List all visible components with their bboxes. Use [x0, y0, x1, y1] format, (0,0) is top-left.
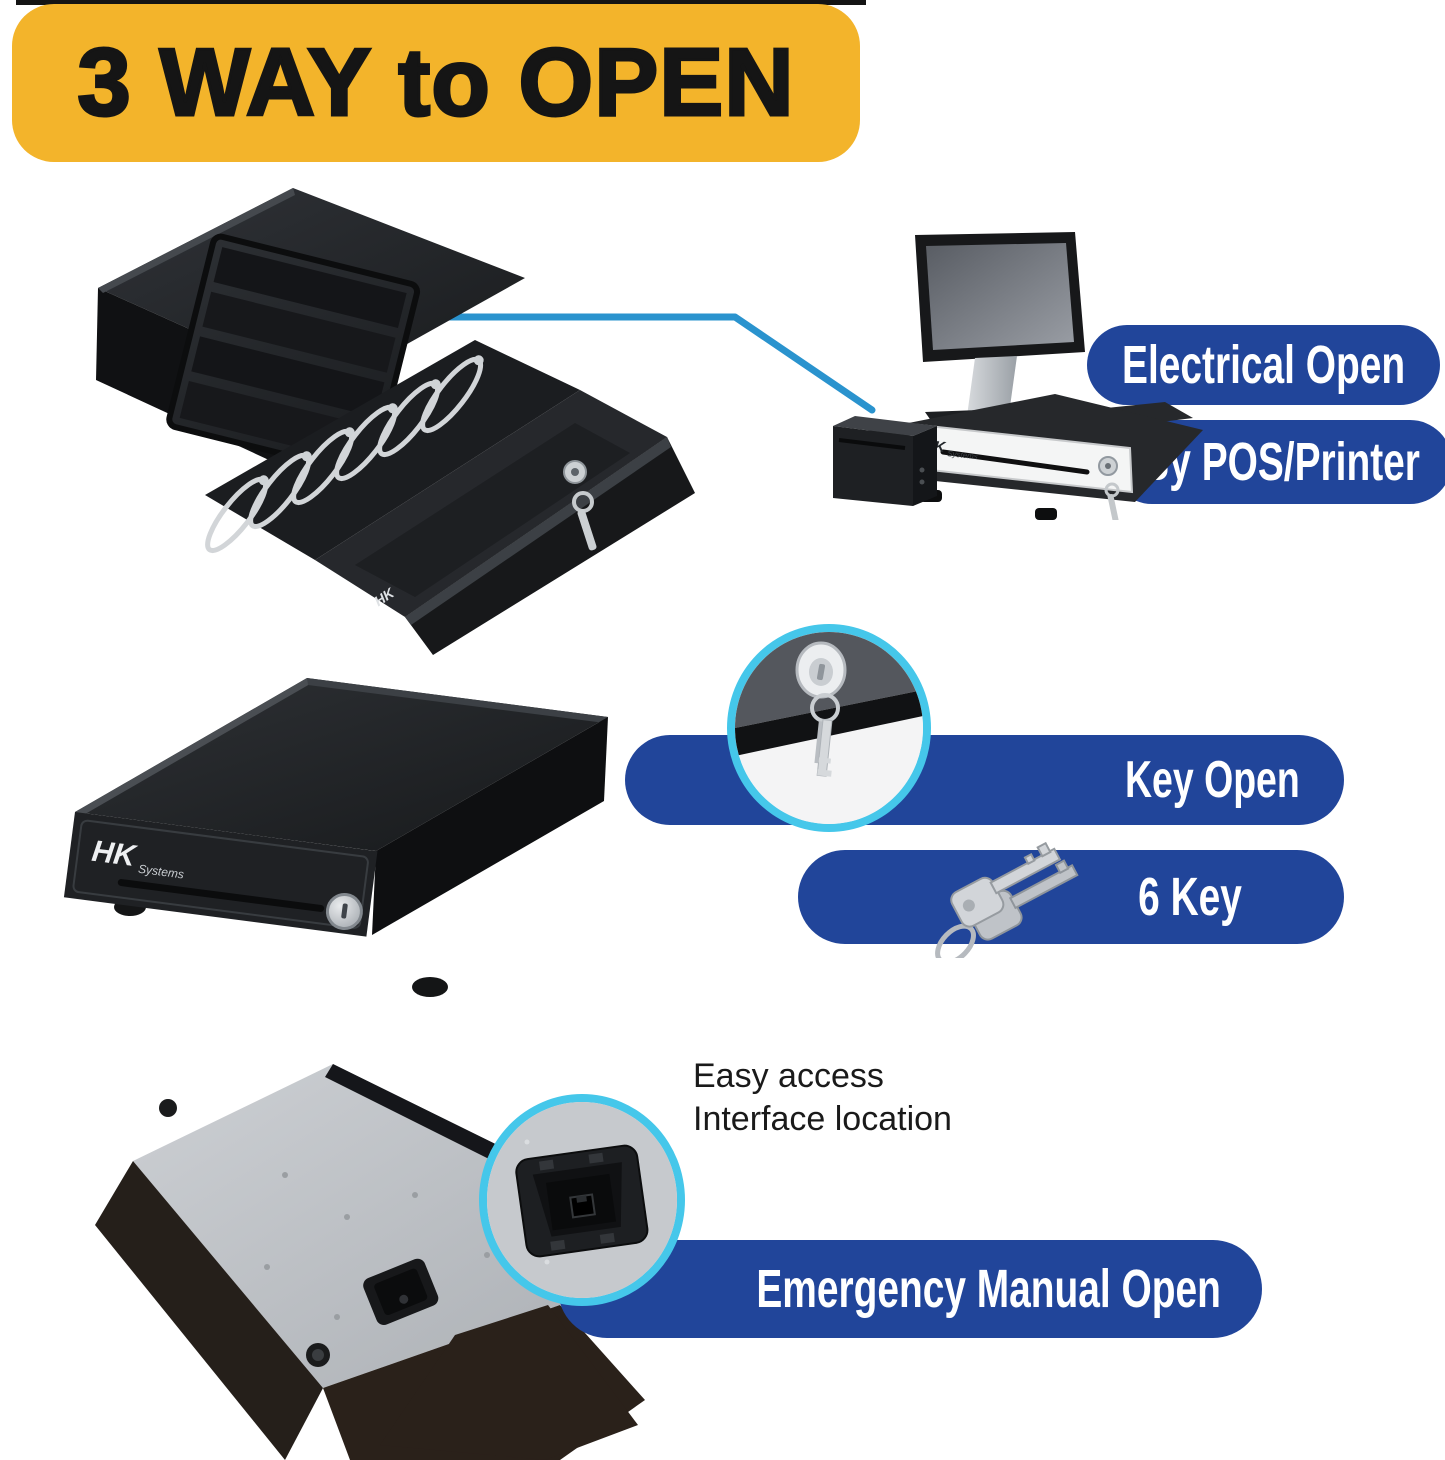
- keys-image: [935, 841, 1079, 958]
- svg-text:HK: HK: [90, 835, 140, 874]
- badge-6-key-label: 6 Key: [1138, 867, 1242, 927]
- open-cash-drawer-photo: HK: [96, 188, 695, 655]
- receipt-printer: [833, 416, 937, 506]
- underside-interface-cover: [363, 1258, 439, 1325]
- key-lock-inset-photo: [727, 624, 931, 832]
- svg-text:Systems: Systems: [947, 449, 978, 461]
- brand-logo-closed: HK Systems: [90, 835, 185, 882]
- badge-electrical-open: Electrical Open: [1087, 325, 1440, 405]
- note-line1: Easy access: [693, 1057, 884, 1095]
- badge-key-open-label: Key Open: [1124, 751, 1300, 809]
- badge-electrical-open-label: Electrical Open: [1121, 335, 1406, 395]
- interface-inset-photo: [479, 1094, 685, 1306]
- badge-emergency-manual-open: Emergency Manual Open: [558, 1240, 1262, 1338]
- note-line2: Interface location: [693, 1100, 952, 1138]
- badge-emergency-manual-open-label: Emergency Manual Open: [756, 1259, 1221, 1319]
- page-title: 3 WAY to OPEN: [76, 28, 795, 138]
- title-banner: 3 WAY to OPEN: [12, 4, 860, 162]
- pos-system-photo: HK Systems: [833, 232, 1203, 520]
- banner-top-edge: [16, 0, 866, 5]
- note-easy-access: Easy access Interface location: [693, 1055, 952, 1141]
- svg-text:Systems: Systems: [137, 862, 184, 882]
- closed-cash-drawer-photo: HK Systems: [63, 678, 608, 997]
